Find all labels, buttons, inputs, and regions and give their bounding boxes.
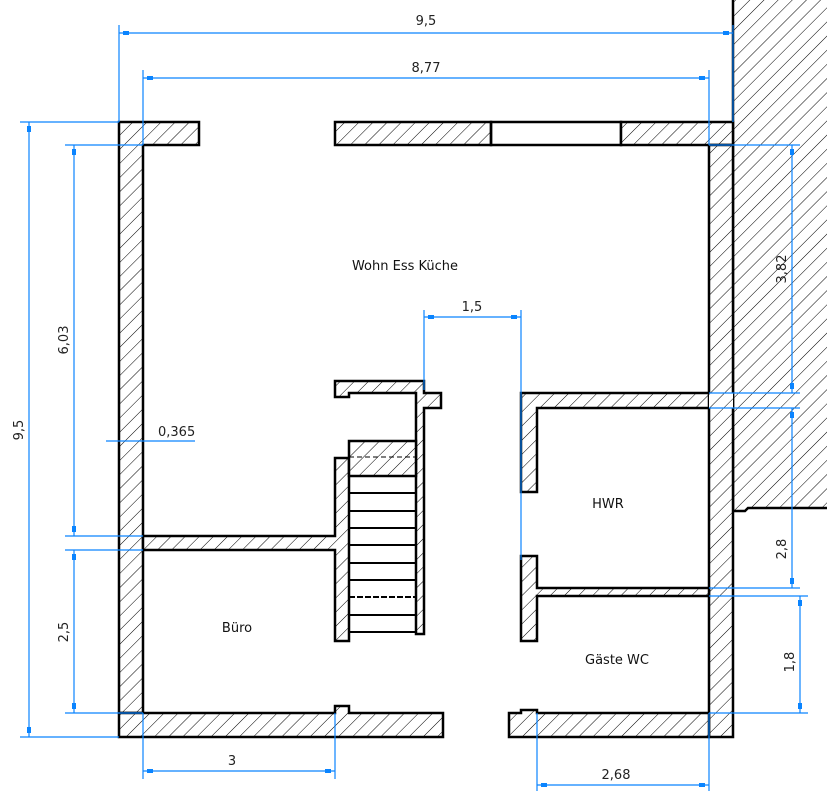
room-label-guest-wc: Gäste WC	[585, 653, 649, 668]
dim-utility-depth: 2,8	[775, 539, 790, 560]
stair-landing	[347, 439, 418, 478]
dim-living-right-depth: 3,82	[775, 255, 790, 284]
room-label-living: Wohn Ess Küche	[352, 259, 458, 274]
window-top	[489, 120, 623, 147]
dim-wall-thickness: 0,365	[158, 425, 195, 440]
dim-total-depth: 9,5	[12, 420, 27, 441]
dim-living-depth: 6,03	[57, 326, 72, 355]
dim-wc-depth: 1,8	[783, 652, 798, 673]
wall-utility-top	[519, 391, 711, 494]
room-label-utility: HWR	[592, 497, 624, 512]
room-label-office: Büro	[222, 621, 252, 636]
dimension-lines	[20, 25, 808, 791]
wall-bottom-left	[117, 704, 445, 739]
neighbor-building	[733, 0, 827, 511]
dim-inner-width: 8,77	[412, 61, 441, 76]
wall-right	[707, 143, 735, 739]
wall-bottom-right	[507, 708, 711, 739]
wall-top-middle	[333, 120, 493, 147]
dim-office-width: 3	[228, 754, 236, 769]
wall-stair-top	[333, 379, 443, 636]
wall-utility-left-lower	[519, 554, 711, 643]
stair-steps	[349, 475, 416, 633]
wall-top-right	[619, 120, 735, 147]
wall-office-top	[141, 456, 351, 643]
wall-utility-hatch-right	[709, 393, 733, 408]
dim-stair-gap: 1,5	[462, 300, 483, 315]
wall-left	[117, 120, 201, 715]
dim-total-width: 9,5	[416, 14, 437, 29]
dim-office-depth: 2,5	[57, 622, 72, 643]
dim-wc-width: 2,68	[602, 768, 631, 783]
